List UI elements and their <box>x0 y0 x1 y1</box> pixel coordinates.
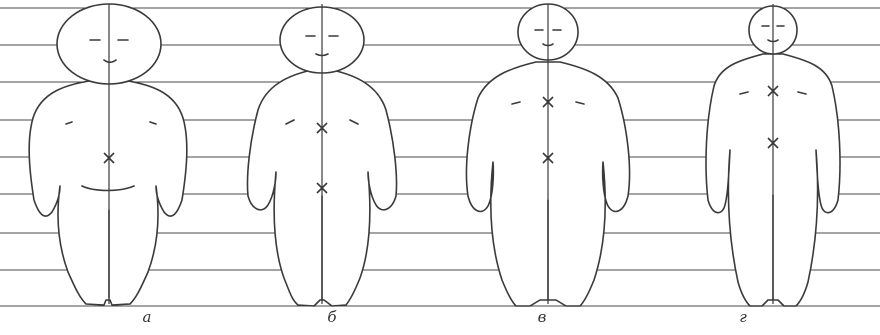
figure-a <box>29 4 187 305</box>
body-outline <box>29 80 187 305</box>
figure-g-label: г <box>728 308 758 326</box>
cross-marks <box>104 86 778 193</box>
figure-b-label: б <box>317 308 347 326</box>
figure-v-label: в <box>527 308 557 326</box>
figure-a-label: а <box>132 308 162 326</box>
center-axes <box>109 4 773 304</box>
